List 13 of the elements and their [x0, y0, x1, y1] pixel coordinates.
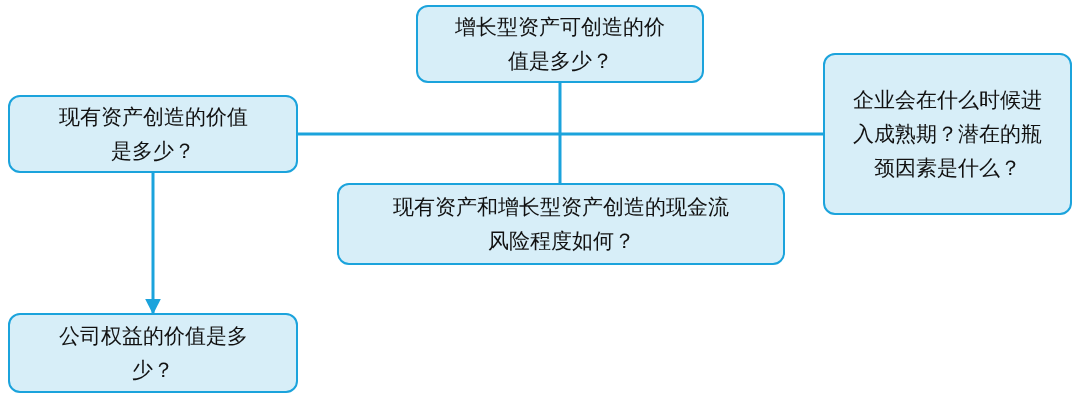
question-text: 公司权益的价值是多少？ [57, 323, 249, 384]
question-box [337, 183, 785, 265]
question-text: 现有资产和增长型资产创造的现金流风险程度如何？ [392, 194, 730, 255]
connector-line [558, 83, 562, 183]
question-box [823, 53, 1072, 215]
question-box [8, 313, 298, 393]
arrow [145, 173, 161, 315]
question-text: 企业会在什么时候进入成熟期？潜在的瓶颈因素是什么？ [852, 87, 1043, 182]
connector-line [298, 132, 823, 136]
question-text: 现有资产创造的价值是多少？ [58, 104, 248, 165]
question-text: 增长型资产可创造的价值是多少？ [455, 14, 665, 75]
question-box [416, 5, 704, 83]
question-box [8, 95, 298, 173]
